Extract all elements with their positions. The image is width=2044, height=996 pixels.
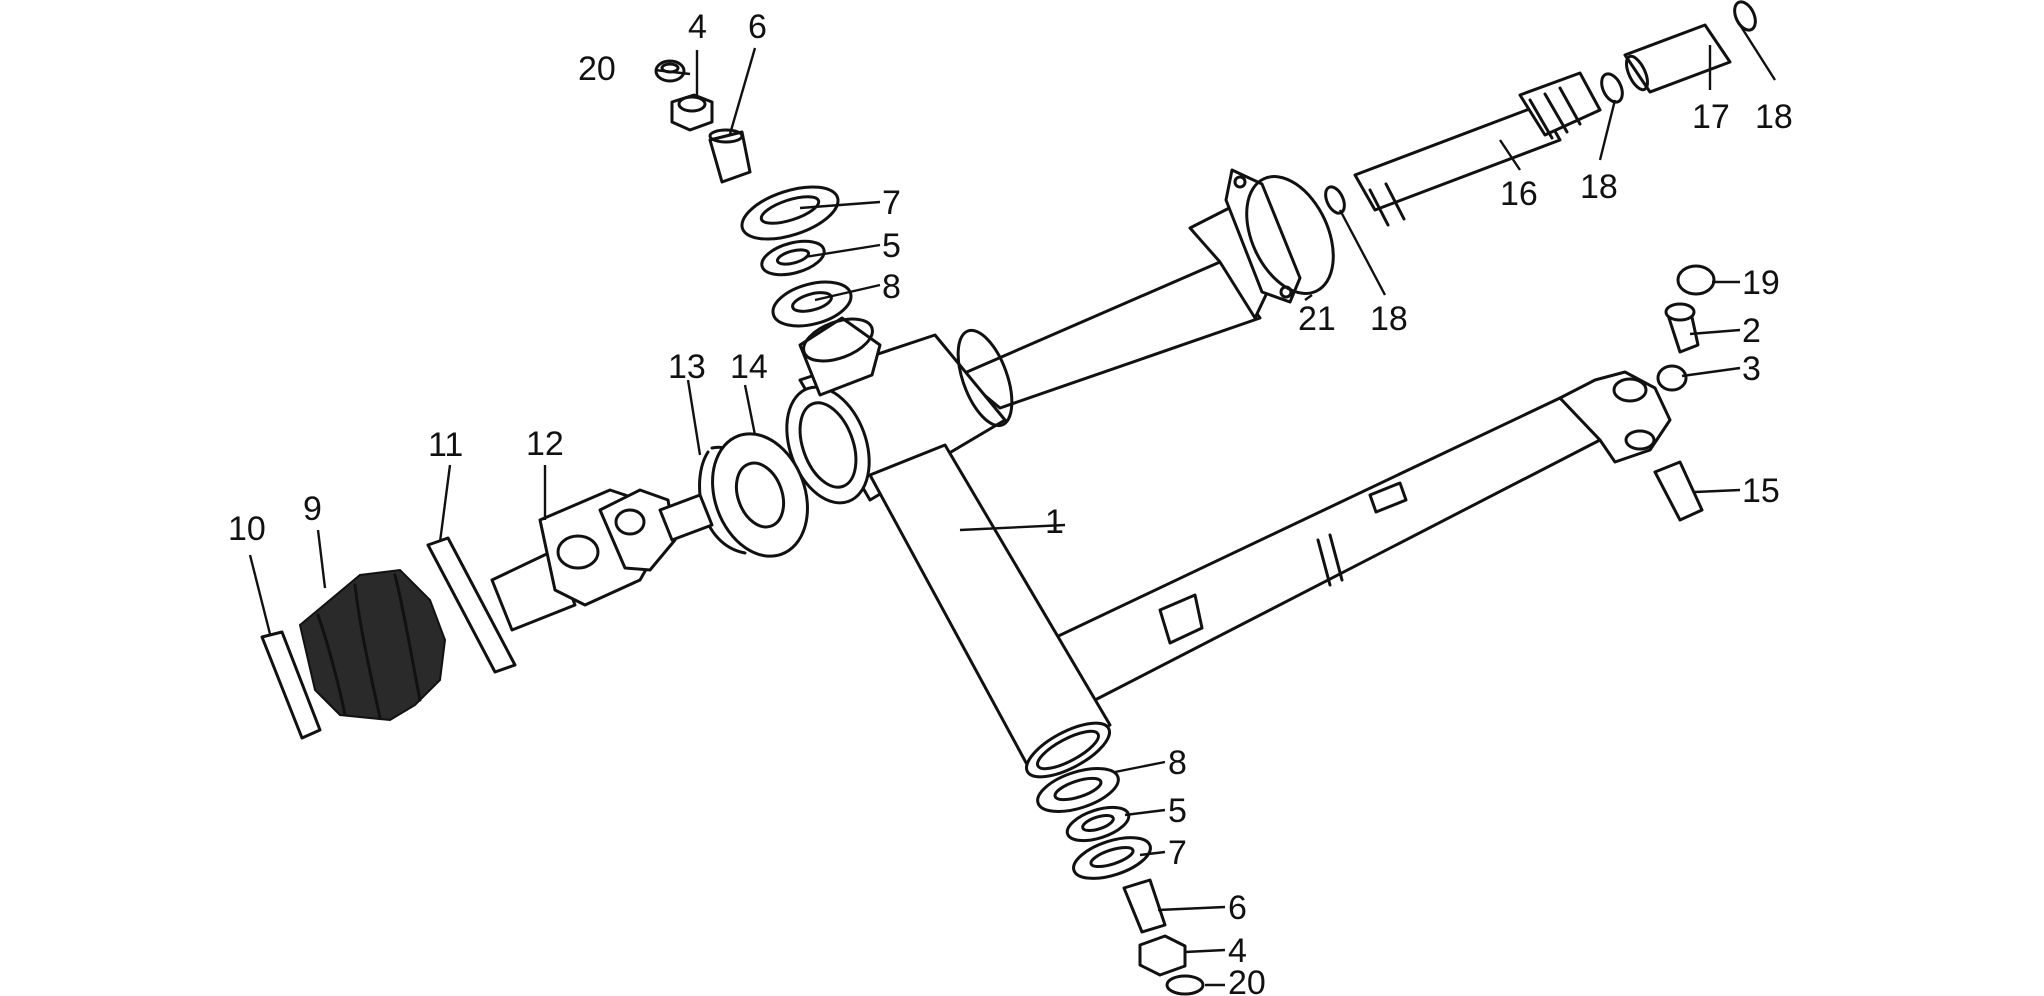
shaft-washer-part [1600,72,1624,104]
upper-pin-part [708,128,752,184]
lower-pin-part [1122,878,1167,934]
washer-part [1656,364,1688,392]
lower-seal-part [1072,836,1152,880]
frame-part [785,168,1672,779]
callout-flange-washer: 18 [1370,300,1408,338]
callout-seal-lower: 7 [1168,834,1187,872]
upper-seal-part [740,185,840,241]
callout-screw-top: 2 [1742,312,1761,350]
callout-bearing-upper: 8 [882,268,901,306]
callout-ring-lower: 5 [1168,792,1187,830]
callout-pin-lower: 6 [1228,889,1247,927]
callout-nut-upper: 4 [688,8,707,46]
callout-labels: 20 4 6 7 5 8 1 13 14 12 11 9 10 19 2 3 1… [228,8,1793,996]
callout-pin-upper: 6 [748,8,767,46]
bellows-part [298,568,447,722]
lower-bearing-part [1036,767,1120,813]
callout-cap-upper: 20 [578,50,616,88]
main-bearing-part [711,432,809,558]
callout-stud: 15 [1742,472,1780,510]
callout-shaft-washer: 18 [1580,168,1618,206]
upper-nut-part [670,93,714,132]
callout-sleeve-end-washer: 18 [1755,98,1793,136]
callout-ring-upper: 5 [882,227,901,265]
cap-part [1676,264,1716,296]
upper-ring-part [760,239,826,277]
callout-bearing-main: 14 [730,348,768,386]
lower-cap-part [1165,974,1205,996]
callout-frame: 1 [1045,503,1064,541]
lower-nut-part [1138,934,1187,977]
callout-gasket: 21 [1298,300,1336,338]
callout-seal-upper: 7 [882,184,901,222]
universal-joint-part [490,488,714,632]
callout-clamp-large: 11 [428,426,463,464]
screw-part [1664,302,1700,354]
callout-ujoint: 12 [526,425,564,463]
sleeve-part [1623,23,1732,94]
leader-lines [248,24,1777,987]
shaft-part [1353,71,1602,227]
gasket-part [1245,175,1335,295]
upper-bearing-part [771,280,853,328]
callout-circlip: 13 [668,348,706,386]
callout-sleeve: 17 [1692,98,1730,136]
callout-bellows: 9 [303,490,322,528]
sleeve-end-washer-part [1733,0,1757,32]
stud-part [1653,460,1704,522]
callout-clamp-small: 10 [228,510,266,548]
callout-cap-lower: 20 [1228,964,1266,996]
callout-washer-top: 3 [1742,350,1761,388]
small-clamp-part [260,630,322,740]
callout-bearing-lower: 8 [1168,744,1187,782]
callout-shaft: 16 [1500,175,1538,213]
callout-cap: 19 [1742,264,1780,302]
callout-nut-lower: 4 [1228,932,1247,970]
